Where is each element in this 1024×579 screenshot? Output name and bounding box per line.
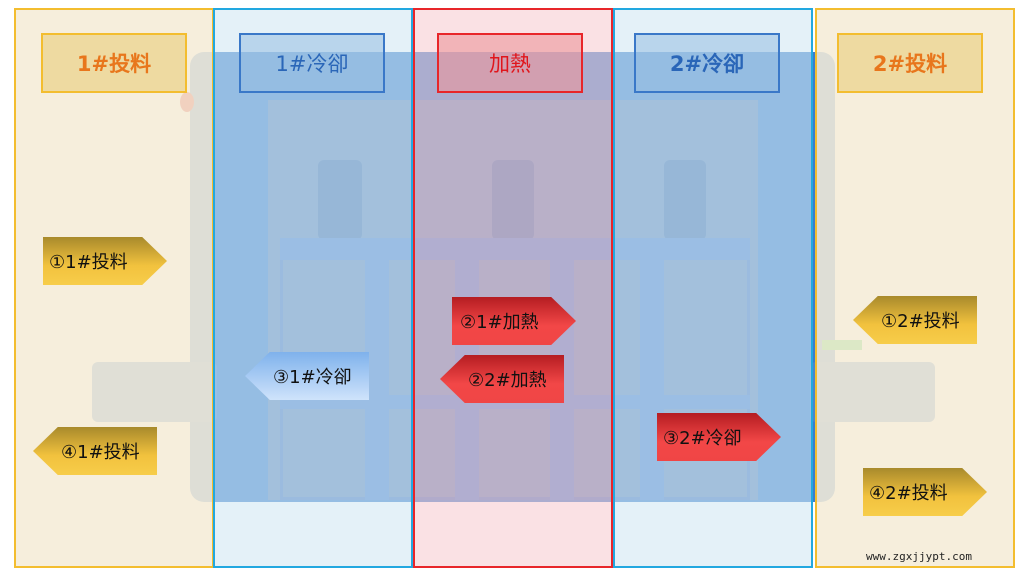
step-2-heat-1: ②1#加熱	[452, 297, 576, 345]
step-4-feed-1: ④1#投料	[33, 427, 157, 475]
zone-heat	[413, 8, 613, 568]
zone-cool-2	[613, 8, 813, 568]
header-cool-1: 1#冷卻	[239, 33, 385, 93]
step-2-heat-2: ②2#加熱	[440, 355, 564, 403]
zone-cool-1	[213, 8, 413, 568]
step-3-cool-1: ③1#冷卻	[245, 352, 369, 400]
step-1-feed-2: ①2#投料	[853, 296, 977, 344]
step-4-feed-2: ④2#投料	[863, 468, 987, 516]
header-heat: 加熱	[437, 33, 583, 93]
watermark: www.zgxjjypt.com	[866, 550, 972, 563]
step-3-cool-2: ③2#冷卻	[657, 413, 781, 461]
header-feed-2: 2#投料	[837, 33, 983, 93]
header-feed-1: 1#投料	[41, 33, 187, 93]
header-cool-2: 2#冷卻	[634, 33, 780, 93]
step-1-feed-1: ①1#投料	[43, 237, 167, 285]
